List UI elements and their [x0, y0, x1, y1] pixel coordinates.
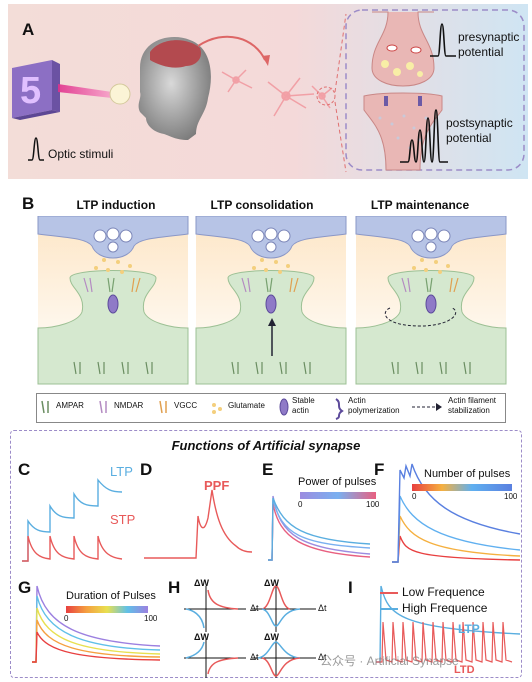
- plot-c: [22, 478, 123, 562]
- postsynaptic-label: postsynaptic potential: [446, 116, 513, 145]
- legend-actin-stabilization: Actin filament stabilization: [448, 396, 497, 415]
- h-dt-3: Δt: [250, 652, 259, 662]
- watermark: 公众号 · Artificial Synapse: [320, 654, 459, 668]
- optic-stimuli-label: Optic stimuli: [48, 147, 114, 161]
- signal-arrow: [197, 35, 266, 61]
- legend-glutamate: Glutamate: [228, 401, 265, 410]
- postsynaptic-spikes: [400, 109, 448, 163]
- panel-b-legend: [36, 393, 506, 423]
- h-dw-2: ΔW: [264, 578, 279, 588]
- ppf-label: PPF: [204, 478, 230, 493]
- actin-stabilization-arrow: [384, 307, 457, 327]
- panel-e-label: E: [262, 460, 274, 479]
- presynaptic-spike: [430, 23, 456, 57]
- low-frequence-swatch: [380, 592, 398, 594]
- nmdar-icon: [99, 400, 107, 414]
- ltp-label-c: LTP: [110, 464, 133, 479]
- panel-a-figure: [8, 4, 528, 179]
- glutamate-icon: [212, 403, 222, 414]
- stage-induction: [37, 216, 189, 385]
- ltp-label-i: LTP: [458, 622, 480, 636]
- number-color-scale: [412, 484, 512, 491]
- stage-title-maintenance: LTP maintenance: [370, 198, 470, 212]
- legend-icons: [41, 398, 442, 420]
- power-color-scale: [300, 492, 376, 499]
- stable-actin-icon: [279, 398, 289, 416]
- power-legend-max: 100: [366, 500, 380, 509]
- actin-polymerization-icon: [335, 398, 344, 420]
- light-beam: [58, 84, 112, 98]
- stp-trace: [22, 535, 123, 562]
- function-plots: [22, 463, 521, 678]
- panel-d-label: D: [140, 460, 153, 479]
- eye-lens: [109, 83, 131, 105]
- stp-label-c: STP: [110, 512, 136, 527]
- power-legend-min: 0: [298, 500, 303, 509]
- panel-b-figure: [37, 216, 507, 385]
- h-dw-4: ΔW: [264, 632, 279, 642]
- stage-title-induction: LTP induction: [76, 198, 156, 212]
- panel-g-label: G: [18, 578, 32, 597]
- panel-h-label: H: [168, 578, 181, 597]
- panel-b: B LTP induction LTP consolidation LTP ma…: [0, 190, 532, 425]
- power-legend-title: Power of pulses: [298, 476, 377, 488]
- legend-actin-polymerization: Actin polymerization: [348, 396, 400, 415]
- plot-d: [144, 489, 253, 559]
- legend-vgcc: VGCC: [174, 401, 198, 410]
- number-legend-min: 0: [412, 492, 417, 501]
- number-legend-title: Number of pulses: [424, 468, 511, 480]
- high-frequence-label: High Frequence: [402, 601, 488, 615]
- stage-title-consolidation: LTP consolidation: [210, 198, 314, 212]
- optic-spike: [28, 137, 44, 161]
- legend-stable-actin: Stable actin: [292, 396, 315, 415]
- plot-g: [32, 585, 161, 663]
- vgcc-icon: [159, 400, 167, 414]
- stage-maintenance: [355, 216, 507, 385]
- brain: [150, 40, 202, 68]
- h-dt-1: Δt: [250, 603, 259, 613]
- h-dw-1: ΔW: [194, 578, 209, 588]
- legend-ampar: AMPAR: [56, 401, 84, 410]
- h-dt-4: Δt: [318, 652, 327, 662]
- panel-c-label: C: [18, 460, 31, 479]
- stage-consolidation: [195, 216, 347, 385]
- duration-legend-title: Duration of Pulses: [66, 590, 156, 602]
- synapse-callout: [345, 9, 525, 171]
- functions-title: Functions of Artificial synapse: [171, 438, 361, 453]
- panel-f-label: F: [374, 460, 385, 479]
- functions-box: [10, 430, 522, 678]
- ltd-trace: [376, 621, 513, 663]
- ppf-trace: [144, 489, 253, 559]
- plot-e: [268, 495, 371, 561]
- presynaptic-label: presynaptic potential: [458, 30, 520, 59]
- low-frequence-label: Low Frequence: [402, 585, 485, 599]
- display-digit: 5: [20, 70, 42, 112]
- plot-i: [376, 585, 521, 663]
- panel-i-label: I: [348, 578, 353, 597]
- h-dt-2: Δt: [318, 603, 327, 613]
- ampar-icon: [41, 400, 49, 414]
- panel-b-label: B: [22, 194, 35, 213]
- presynaptic-terminal: [371, 11, 435, 87]
- number-legend-max: 100: [504, 492, 518, 501]
- neuron-network: [221, 69, 333, 117]
- duration-legend-max: 100: [144, 614, 158, 623]
- h-dw-3: ΔW: [194, 632, 209, 642]
- ltp-trace: [22, 478, 123, 562]
- legend-nmdar: NMDAR: [114, 401, 144, 410]
- panel-a-label: A: [22, 20, 35, 39]
- panel-a: A 5 Optic stimuli presynaptic potential …: [0, 0, 532, 183]
- high-frequence-swatch: [380, 608, 398, 610]
- ltd-label-i: LTD: [454, 664, 475, 676]
- duration-color-scale: [66, 606, 148, 613]
- duration-legend-min: 0: [64, 614, 69, 623]
